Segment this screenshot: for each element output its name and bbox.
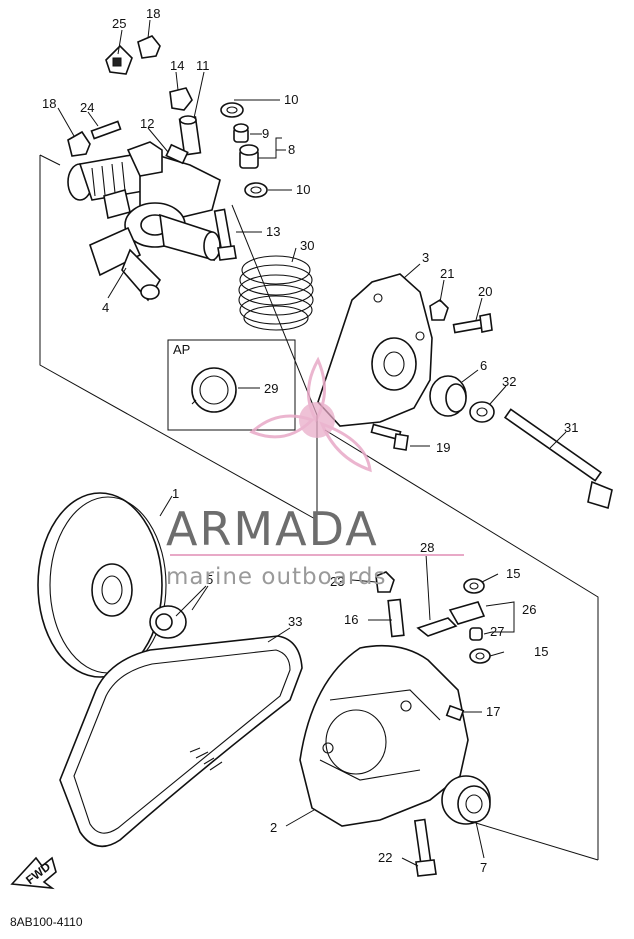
label-12: 12 [140, 116, 154, 131]
pin-part-16 [387, 598, 405, 638]
stud-part-12 [165, 143, 189, 165]
ap-label: AP [173, 342, 190, 357]
label-22: 22 [378, 850, 392, 865]
label-20: 20 [478, 284, 492, 299]
label-33: 33 [288, 614, 302, 629]
label-26: 26 [522, 602, 536, 617]
bushing-part-7 [441, 775, 491, 825]
label-19: 19 [436, 440, 450, 455]
cover-part-3 [317, 273, 433, 427]
label-24: 24 [80, 100, 94, 115]
label-13: 13 [266, 224, 280, 239]
ap-box: AP [167, 339, 296, 431]
part-number-labels: 25 18 14 11 10 9 8 10 12 18 24 13 30 4 3… [42, 6, 578, 875]
label-31: 31 [564, 420, 578, 435]
label-32: 32 [502, 374, 516, 389]
bolt-part-22 [413, 818, 437, 877]
label-10-top: 10 [284, 92, 298, 107]
watermark: ARMADA marine outboards [166, 356, 464, 590]
pin-part-24 [90, 120, 122, 140]
sheave-body-part-2 [299, 644, 469, 827]
drawing-code: 8AB100-4110 [10, 915, 83, 929]
label-3: 3 [422, 250, 429, 265]
belt-part-33 [59, 635, 303, 848]
label-11: 11 [196, 58, 210, 73]
bolt-part-19 [370, 423, 409, 451]
pin-part-11 [178, 115, 202, 156]
watermark-brand: ARMADA [166, 502, 379, 556]
nut-part-23 [375, 571, 395, 593]
washer-part-10-top [220, 102, 244, 118]
washer-part-10-bottom [244, 182, 268, 198]
bushing-part-9 [233, 123, 249, 143]
bolt-part-20 [452, 313, 493, 334]
label-9: 9 [262, 126, 269, 141]
washer-part-15-top [463, 578, 485, 594]
label-14: 14 [170, 58, 184, 73]
label-4: 4 [102, 300, 109, 315]
boundary-lines [39, 154, 599, 861]
label-17: 17 [486, 704, 500, 719]
washer-part-32 [469, 401, 495, 423]
label-10-bottom: 10 [296, 182, 310, 197]
bracket-part-25 [105, 44, 133, 75]
label-15-top: 15 [506, 566, 520, 581]
clip-part-18-left [67, 130, 91, 157]
washer-part-15-bottom [469, 648, 491, 664]
label-16: 16 [344, 612, 358, 627]
label-27: 27 [490, 624, 504, 639]
long-bolt-part-31 [503, 408, 613, 510]
leader-lines [57, 19, 567, 867]
label-1: 1 [172, 486, 179, 501]
label-28: 28 [420, 540, 434, 555]
sheave-part-1 [37, 492, 167, 678]
bushing-part-8 [239, 144, 259, 169]
arm-part-26 [448, 601, 486, 625]
bushing-part-5 [149, 605, 187, 639]
label-5: 5 [206, 572, 213, 587]
propeller-logo-icon [249, 356, 372, 473]
label-15-bottom: 15 [534, 644, 548, 659]
label-21: 21 [440, 266, 454, 281]
clip-part-18-top [137, 35, 161, 59]
nut-part-21 [429, 298, 449, 321]
label-2: 2 [270, 820, 277, 835]
label-18-left: 18 [42, 96, 56, 111]
label-7: 7 [480, 860, 487, 875]
pin-part-17 [445, 704, 465, 722]
watermark-tagline: marine outboards [166, 564, 386, 590]
nut-part-14 [169, 87, 193, 111]
bushing-part-6 [429, 375, 467, 417]
spider-hub-part-4 [67, 141, 221, 302]
lever-part-28 [416, 617, 458, 637]
label-8: 8 [288, 142, 295, 157]
roller-part-27 [469, 627, 483, 641]
fwd-arrow: FWD [10, 856, 57, 890]
label-30: 30 [300, 238, 314, 253]
label-18-top: 18 [146, 6, 160, 21]
spring-part-30 [238, 255, 314, 331]
label-29: 29 [264, 381, 278, 396]
label-23: 23 [330, 574, 344, 589]
label-25: 25 [112, 16, 126, 31]
label-6: 6 [480, 358, 487, 373]
bolt-part-13 [213, 208, 237, 261]
